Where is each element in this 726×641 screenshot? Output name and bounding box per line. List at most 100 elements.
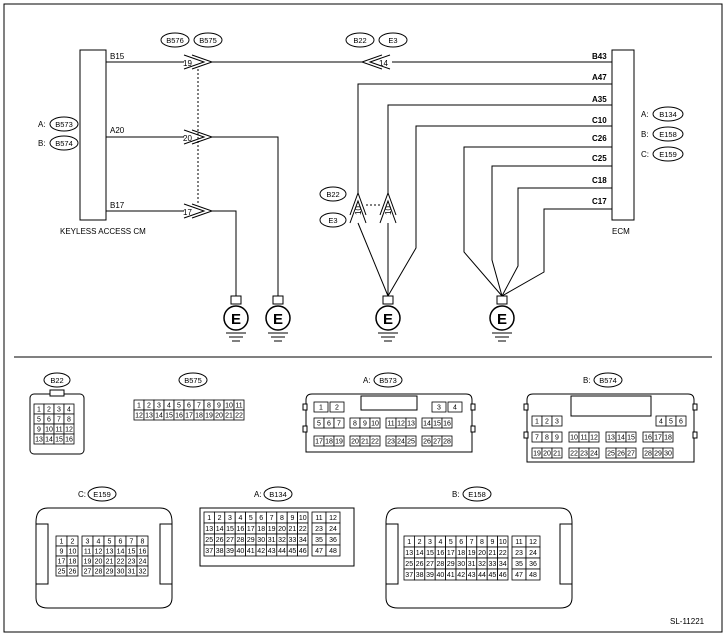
- ecm-conn-b-oval: [652, 126, 684, 142]
- pin-b575-19: 19: [205, 413, 213, 420]
- pin-b134-4: 4: [238, 515, 242, 522]
- pin-b22-9: 9: [37, 427, 41, 434]
- pin-b575-8: 8: [207, 403, 211, 410]
- view-b573-tab-1: [302, 403, 308, 411]
- pin-b134-17: 17: [247, 526, 255, 533]
- pin-b134-20: 20: [278, 526, 286, 533]
- pin-b134-11: 11: [315, 515, 322, 522]
- pin-e158-2: 2: [418, 539, 422, 546]
- pin-b574-23: 23: [580, 451, 588, 458]
- pin-e158-22: 22: [499, 550, 507, 557]
- pin-e159-15: 15: [128, 549, 136, 556]
- view-e159-left-lock: [35, 523, 49, 585]
- pin-b573-13: 13: [407, 421, 415, 428]
- pin-e159-9: 9: [60, 549, 64, 556]
- ground-1-label: E: [231, 311, 241, 328]
- pin-b575-2: 2: [147, 403, 151, 410]
- pin-b22-7: 7: [57, 417, 61, 424]
- pin-b573-2-cell: [329, 401, 345, 413]
- wire-c17: [501, 208, 612, 297]
- pin-b573-18: 18: [325, 439, 333, 446]
- wire-c18: [501, 187, 612, 297]
- keyless-conn-b-prefix: B:: [38, 139, 46, 148]
- joint-b576-code: B576: [166, 36, 184, 45]
- view-b22-title: B22: [50, 376, 63, 385]
- pin-e158-9: 9: [490, 539, 494, 546]
- view-e158-right-lock: [559, 523, 573, 585]
- pin-b134-44: 44: [278, 548, 286, 555]
- wire-a47: [357, 83, 612, 193]
- pin-b574-1: 1: [535, 419, 539, 426]
- pin-b134-18: 18: [257, 526, 265, 533]
- pin-b573-1-cell: [313, 401, 329, 413]
- view-b574-title-oval: [593, 372, 623, 388]
- view-e158-title: E158: [468, 490, 486, 499]
- pin-b574-3-cell: [551, 415, 563, 427]
- pin-b574-18-cell: [662, 431, 674, 443]
- pin-b574-13: 13: [607, 435, 615, 442]
- ecm-label: ECM: [612, 227, 630, 236]
- joint-e3-code: E3: [388, 36, 397, 45]
- pin-b134-22: 22: [299, 526, 307, 533]
- pin-b574-17: 17: [654, 435, 662, 442]
- pin-b575-13: 13: [145, 413, 153, 420]
- pin-b574-4: 4: [659, 419, 663, 426]
- pin-b573-21: 21: [361, 439, 369, 446]
- pin-e159-31: 31: [128, 569, 136, 576]
- pin-b22-3: 3: [57, 407, 61, 414]
- pin-b573-20: 20: [351, 439, 359, 446]
- pin-e158-6: 6: [459, 539, 463, 546]
- lower-b22-oval: [319, 186, 347, 202]
- pin-e158-42: 42: [457, 572, 465, 579]
- pin-b134-12: 12: [329, 515, 337, 522]
- pin-b573-5: 5: [317, 421, 321, 428]
- pin-b134-6: 6: [259, 515, 263, 522]
- lower-b22-code: B22: [326, 190, 339, 199]
- view-b573-tab-4: [470, 425, 476, 433]
- pin-17-label: 17: [183, 208, 192, 217]
- pin-b134-35: 35: [315, 537, 323, 544]
- pin-e159-30: 30: [117, 569, 125, 576]
- joint-b575-code: B575: [199, 36, 217, 45]
- joint-b22-oval: [345, 32, 375, 48]
- pin-b574-15-cell: [625, 431, 637, 443]
- pin-e158-24: 24: [529, 550, 537, 557]
- pin-e158-48-cell: [525, 568, 541, 581]
- pin-b574-24-cell: [588, 447, 600, 459]
- wire-b17-ground: [212, 210, 237, 296]
- keyless-access-cm-box: [79, 49, 107, 221]
- pin-e158-36: 36: [529, 561, 537, 568]
- pin-b573-9: 9: [363, 421, 367, 428]
- pin-b134-10: 10: [299, 515, 307, 522]
- view-b573-tab-3: [470, 403, 476, 411]
- pin-b573-2: 2: [335, 405, 339, 412]
- pin-b134-36: 36: [329, 537, 337, 544]
- connector-symbol-lower-right: 10: [379, 191, 397, 224]
- pin-b134-21: 21: [289, 526, 297, 533]
- pin-b22-13: 13: [35, 437, 43, 444]
- pin-b575-3: 3: [157, 403, 161, 410]
- ground-4-label: E: [497, 311, 507, 328]
- pin-b134-29: 29: [247, 537, 255, 544]
- pin-b573-16-cell: [441, 417, 453, 429]
- view-b573-latch: [360, 395, 418, 411]
- pin-b575-11: 11: [235, 403, 242, 410]
- pin-b573-16: 16: [443, 421, 451, 428]
- view-b575-title-oval: [178, 372, 208, 388]
- pin-b573-23: 23: [387, 439, 395, 446]
- pin-b22-10: 10: [45, 427, 53, 434]
- pin-b574-24: 24: [590, 451, 598, 458]
- pin-b134-2: 2: [218, 515, 222, 522]
- ground-symbol-4: E: [489, 295, 515, 342]
- pin-e159-16: 16: [139, 549, 147, 556]
- view-b574-title: B574: [599, 376, 617, 385]
- pin-e159-32: 32: [139, 569, 147, 576]
- view-b22-latch: [49, 389, 65, 397]
- pin-e158-32: 32: [478, 561, 486, 568]
- pin-b134-37: 37: [205, 548, 213, 555]
- pin-e158-25: 25: [405, 561, 413, 568]
- pin-e159-2: 2: [71, 539, 75, 546]
- keyless-conn-b-oval: [49, 135, 79, 151]
- pin-e159-7: 7: [130, 539, 134, 546]
